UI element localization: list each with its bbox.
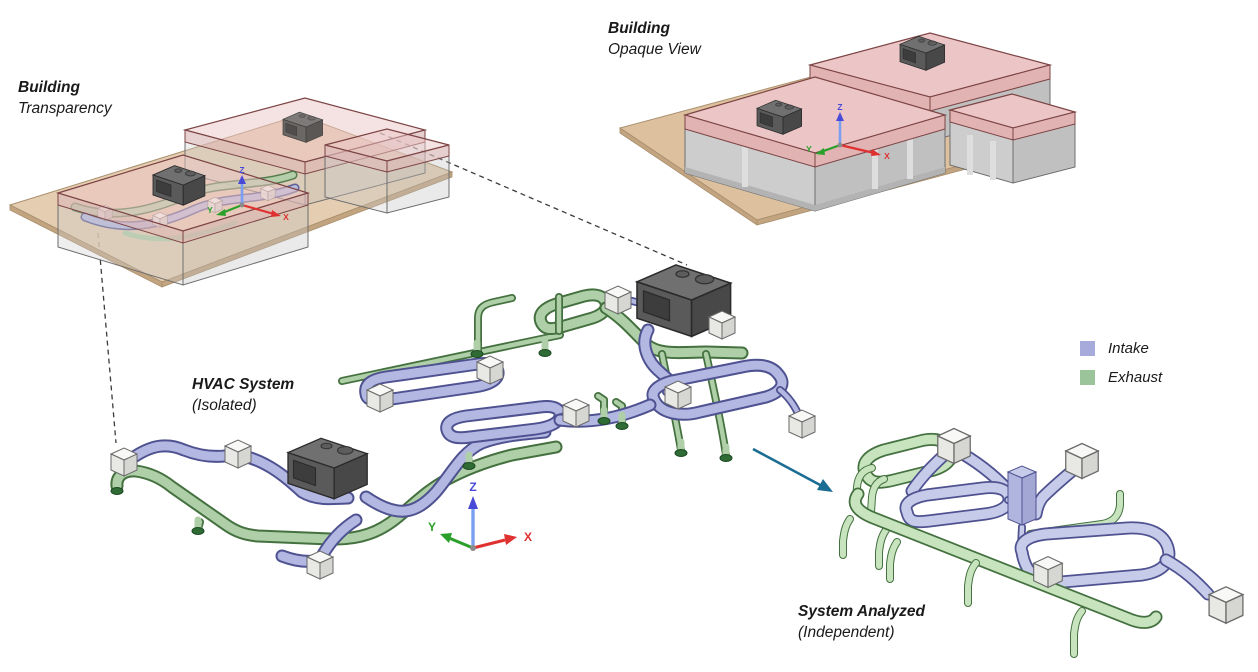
panel-title: System Analyzed [798, 603, 925, 620]
diffuser-cube-icon [708, 310, 736, 340]
legend-swatch-exhaust [1080, 369, 1095, 385]
panel-subtitle: (Independent) [798, 624, 895, 641]
diffuser-cube-icon [306, 550, 334, 580]
axis-z-label: Z [469, 480, 476, 494]
axis-y-label: Y [806, 144, 812, 154]
diffuser-cube-icon [110, 447, 138, 477]
diffuser-cube-icon [366, 383, 394, 413]
dashed-connector-line-left [97, 232, 117, 444]
exhaust-cap-icon [539, 342, 551, 357]
axis-triad-icon: Z Y X [428, 480, 532, 551]
transparent-building-illustration: Z Y X [8, 97, 454, 288]
axis-triad-icon: Z Y X [207, 165, 289, 222]
roof-parapet-band [386, 144, 450, 173]
diffuser-cube-icon [1065, 442, 1099, 480]
intake-duct [366, 432, 545, 511]
ground-plane-edge [161, 171, 453, 288]
label-system-analyzed: System Analyzed (Independent) [798, 601, 925, 643]
panel-subtitle: (Isolated) [192, 397, 257, 414]
roof-parapet-band [1012, 111, 1076, 141]
axis-x-label: X [283, 212, 289, 222]
legend-item-exhaust: Exhaust [1080, 367, 1162, 387]
diffuser-cube-icon [476, 355, 504, 385]
legend-item-intake: Intake [1080, 338, 1162, 358]
legend-label: Intake [1108, 339, 1149, 357]
intake-riser-box [1007, 471, 1023, 526]
panel-title: Building [18, 79, 80, 96]
axis-x-label: X [524, 530, 532, 544]
legend: Intake Exhaust [1080, 338, 1162, 396]
legend-swatch-intake [1080, 340, 1095, 356]
intake-ducts [906, 450, 1208, 594]
panel-subtitle: Transparency [18, 100, 112, 117]
diffuser-cube-icon [562, 398, 590, 428]
axis-z-label: Z [837, 102, 842, 112]
diffuser-cube-icon [1033, 556, 1063, 588]
flow-arrow [752, 447, 833, 492]
label-building-opaque: Building Opaque View [608, 18, 701, 60]
panel-subtitle: Opaque View [608, 41, 701, 58]
intake-duct [1166, 560, 1208, 594]
diffuser-cube-icon [937, 427, 971, 465]
analyzed-system-illustration [843, 427, 1244, 655]
diffuser-cube-icon [604, 285, 632, 315]
axis-x-label: X [884, 151, 890, 161]
diffuser-cube-icon [224, 439, 252, 469]
diffuser-cube-icon [664, 380, 692, 410]
panel-title: HVAC System [192, 376, 295, 393]
panel-title: Building [608, 20, 670, 37]
diffuser-cube-icon [788, 409, 816, 439]
axis-y-label: Y [207, 205, 213, 215]
wall-plinth [685, 167, 815, 211]
axis-z-label: Z [239, 165, 244, 175]
opaque-building-illustration: Z Y X [618, 32, 1078, 226]
roof-parapet-band [929, 64, 1051, 112]
label-building-transparency: Building Transparency [18, 77, 112, 119]
roof-parapet-band [182, 192, 309, 244]
intake-riser-box [1021, 471, 1037, 526]
axis-triad-icon: Z Y X [806, 102, 890, 161]
axis-y-label: Y [428, 520, 436, 534]
hvac-system-illustration: Z Y X [110, 264, 816, 580]
legend-label: Exhaust [1108, 368, 1163, 386]
roof-parapet-band [814, 114, 946, 168]
diffuser-cube-icon [1208, 586, 1244, 624]
label-hvac-system: HVAC System (Isolated) [192, 374, 294, 416]
